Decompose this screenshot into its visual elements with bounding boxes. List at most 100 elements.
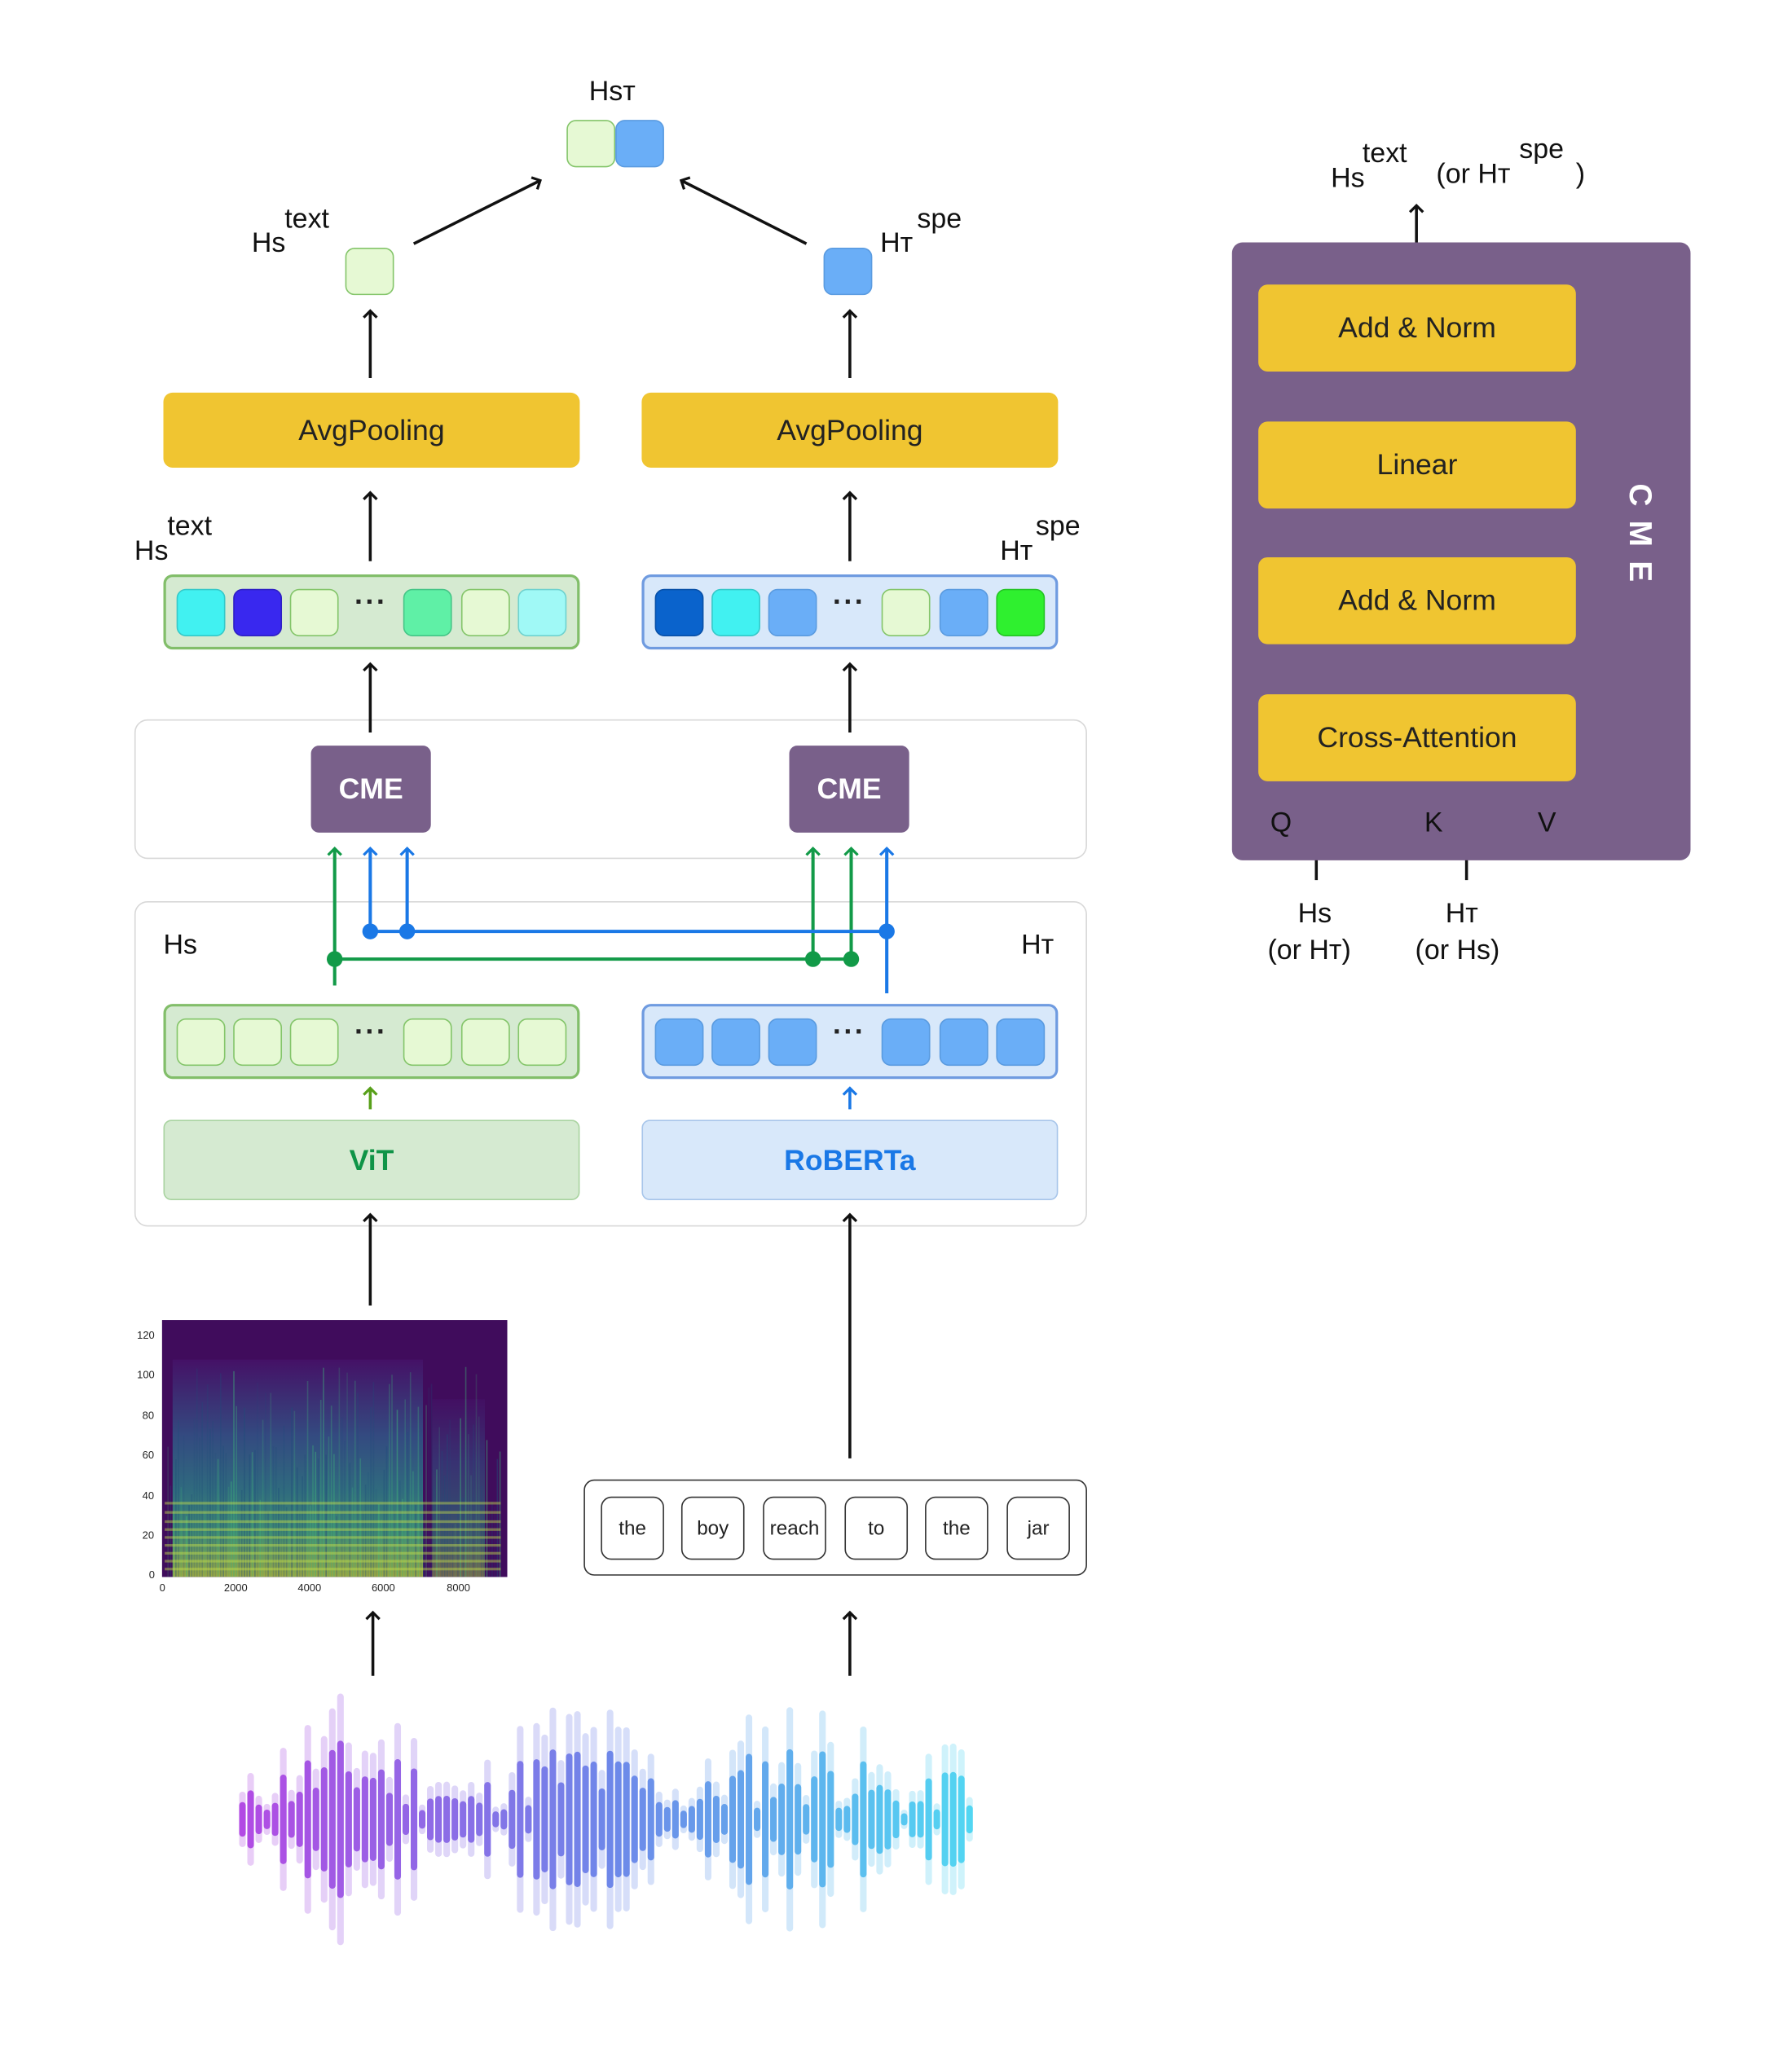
pooled-right-label: Hт xyxy=(880,227,914,258)
spectrogram-image xyxy=(161,1320,508,1577)
spectrogram-stripe xyxy=(214,1453,217,1577)
junction-dot xyxy=(843,951,860,967)
pooled-text-cell xyxy=(345,247,394,296)
spectrogram-stripe xyxy=(275,1447,277,1577)
layer-cross-attention: Cross-Attention xyxy=(1258,694,1576,781)
waveform-bar xyxy=(312,1788,319,1851)
spectrogram-stripe xyxy=(454,1524,456,1577)
waveform-bar xyxy=(533,1759,540,1880)
spectrogram-stripe xyxy=(494,1506,495,1577)
waveform-bar xyxy=(541,1766,548,1872)
spectrogram-stripe xyxy=(204,1511,206,1577)
arrow-speech-to-fused xyxy=(679,176,808,245)
junction-dot xyxy=(398,923,416,939)
token-cell xyxy=(233,588,283,636)
spectrogram-stripe xyxy=(467,1434,469,1577)
waveform-bar xyxy=(917,1801,924,1838)
spectrogram-band xyxy=(165,1528,501,1531)
spectrogram-band xyxy=(165,1511,501,1514)
spectrogram-stripe xyxy=(178,1420,179,1577)
spectrogram-stripe xyxy=(244,1407,245,1577)
spectrogram-stripe xyxy=(351,1487,354,1577)
spectrogram-stripe xyxy=(383,1469,385,1577)
spec-y-tick: 60 xyxy=(142,1449,155,1462)
cme-frame xyxy=(134,719,1087,860)
waveform-bar xyxy=(435,1796,442,1843)
waveform-bar xyxy=(746,1753,753,1885)
waveform-bar xyxy=(320,1767,328,1872)
spectrogram-stripe xyxy=(409,1372,412,1577)
spectrogram-stripe xyxy=(488,1510,491,1577)
waveform-bar xyxy=(795,1784,802,1855)
waveform-bar xyxy=(451,1797,459,1841)
waveform-bar xyxy=(280,1775,287,1864)
spectrogram-stripe xyxy=(254,1450,256,1577)
ht-routing xyxy=(363,846,895,994)
label-hst: Hsт xyxy=(588,76,636,107)
token-cell xyxy=(881,1018,931,1067)
spectrogram-stripe xyxy=(317,1458,319,1577)
spectrogram-stripe xyxy=(470,1475,472,1577)
spectrogram-stripe xyxy=(338,1367,341,1577)
waveform-bar xyxy=(484,1782,491,1857)
waveform-bar xyxy=(803,1804,810,1835)
spec-y-tick: 100 xyxy=(137,1368,155,1381)
waveform-bar xyxy=(517,1761,524,1878)
spectrogram-stripe xyxy=(288,1523,290,1577)
spectrogram-stripe xyxy=(381,1520,382,1577)
spectrogram-stripe xyxy=(319,1399,322,1577)
waveform-bar xyxy=(925,1778,932,1861)
waveform-bar xyxy=(647,1778,654,1861)
token-cell xyxy=(711,1018,760,1067)
spectrogram-stripe xyxy=(230,1481,232,1577)
waveform-bar xyxy=(712,1795,720,1843)
spectrogram-stripe xyxy=(415,1504,416,1577)
spectrogram-stripe xyxy=(212,1421,214,1577)
spectrogram-stripe xyxy=(402,1498,403,1577)
spectrogram-stripe xyxy=(278,1488,280,1577)
cme-block-left: CME xyxy=(310,746,431,833)
spectrogram-stripe xyxy=(249,1454,251,1577)
waveform-bar xyxy=(410,1768,418,1871)
junction-dot xyxy=(326,951,343,967)
spectrogram-stripe xyxy=(262,1419,264,1577)
waveform-bar xyxy=(614,1761,622,1878)
spectrogram-stripe xyxy=(193,1418,196,1577)
waveform-bar xyxy=(892,1800,900,1839)
cme-out-sup2: spe xyxy=(1519,134,1565,165)
spectrogram-stripe xyxy=(170,1485,172,1577)
hs-routing xyxy=(327,846,859,986)
spectrogram-band xyxy=(165,1536,501,1539)
waveform-bar xyxy=(460,1801,467,1838)
avgpooling-right: AvgPooling xyxy=(641,392,1059,468)
token-cell xyxy=(768,1018,817,1067)
seq-right-label: Hт xyxy=(1000,536,1033,567)
spectrogram-stripe xyxy=(336,1516,337,1577)
spectrogram-stripe xyxy=(457,1510,459,1577)
cme-out-mid: (or Hт xyxy=(1436,159,1511,190)
waveform-bar xyxy=(419,1810,426,1829)
layer-linear: Linear xyxy=(1258,421,1576,509)
waveform-bar xyxy=(443,1795,451,1843)
spectrogram-stripe xyxy=(199,1437,200,1577)
q-label: Q xyxy=(1270,807,1292,838)
junction-dot xyxy=(878,923,895,939)
waveform-bar xyxy=(949,1771,957,1867)
spectrogram-stripe xyxy=(191,1494,193,1577)
waveform-bar xyxy=(778,1784,786,1855)
spectrogram-stripe xyxy=(309,1505,311,1577)
spec-x-tick: 4000 xyxy=(297,1581,322,1595)
waveform-bar xyxy=(786,1749,794,1889)
spectrogram-stripe xyxy=(251,1452,253,1577)
waveform-bar xyxy=(623,1762,630,1877)
waveform-bar xyxy=(369,1777,376,1861)
spectrogram-stripe xyxy=(220,1373,222,1577)
vit-encoder: ViT xyxy=(163,1120,580,1200)
waveform-bar xyxy=(860,1761,867,1878)
waveform-bar xyxy=(884,1789,892,1850)
spectrogram-stripe xyxy=(430,1384,433,1577)
spectrogram-stripe xyxy=(209,1428,211,1577)
spectrogram-band xyxy=(165,1551,501,1555)
pooled-left-sup: text xyxy=(284,204,329,235)
